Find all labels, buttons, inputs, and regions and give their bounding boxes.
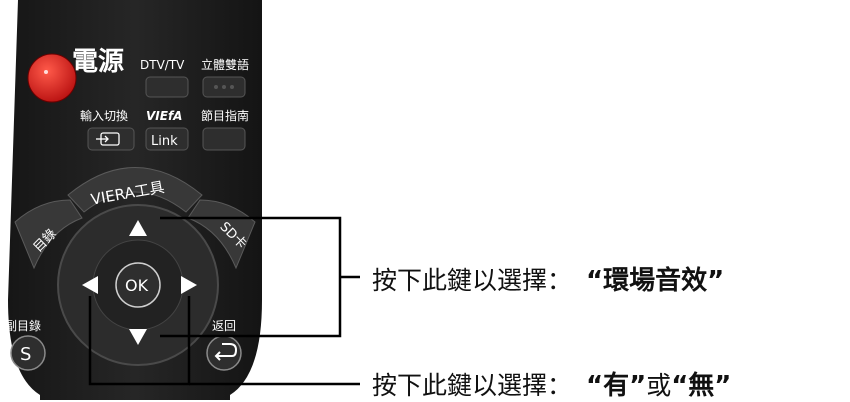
down-arrow-button[interactable] — [129, 329, 147, 345]
submenu-button[interactable] — [10, 335, 46, 371]
submenu-key: S — [20, 344, 31, 365]
upper-callout-prefix: 按下此鍵以選擇： — [372, 266, 573, 295]
ok-label: OK — [125, 276, 149, 295]
upper-bracket-line — [160, 216, 342, 338]
input-switch-button[interactable] — [87, 127, 135, 151]
up-arrow-button[interactable] — [129, 220, 147, 236]
input-label: 輸入切換 — [80, 108, 128, 123]
submenu-label: 副目錄 — [5, 318, 41, 333]
viera-tools-button[interactable] — [67, 167, 203, 213]
viera-link-button[interactable] — [145, 127, 189, 151]
power-label: 電源 — [72, 47, 124, 77]
lower-callout-option-no: “無” — [671, 371, 732, 401]
return-label: 返回 — [212, 319, 236, 333]
dtv-label: DTV/TV — [140, 58, 185, 72]
lower-callout-joiner: 或 — [646, 371, 672, 400]
guide-label: 節目指南 — [201, 108, 249, 123]
stereo-dots-icon — [214, 85, 234, 89]
remote-control-illustration: 電源 DTV/TV 立體雙語 輸入切換 VIEfA 節目指南 Link VIER… — [0, 0, 275, 400]
power-button[interactable] — [27, 53, 77, 103]
upper-callout-option: “環場音效” — [586, 266, 725, 296]
dtv-tv-button[interactable] — [145, 76, 189, 98]
menu-button[interactable] — [14, 199, 83, 270]
left-arrow-button[interactable] — [82, 276, 98, 294]
lower-callout-prefix: 按下此鍵以選擇： — [372, 371, 573, 400]
upper-callout: 按下此鍵以選擇： “環場音效” — [372, 260, 724, 297]
lower-callout-option-yes: “有” — [586, 371, 647, 401]
link-label: Link — [151, 134, 178, 149]
ok-button[interactable] — [115, 262, 161, 308]
stereo-label: 立體雙語 — [201, 57, 249, 72]
guide-button[interactable] — [202, 127, 246, 151]
input-icon — [96, 132, 120, 146]
lower-callout: 按下此鍵以選擇： “有”或“無” — [372, 365, 731, 402]
right-arrow-button[interactable] — [181, 276, 197, 294]
lower-bracket-line — [88, 296, 191, 386]
return-arrow-icon — [214, 343, 238, 361]
viera-logo: VIEfA — [146, 109, 182, 123]
